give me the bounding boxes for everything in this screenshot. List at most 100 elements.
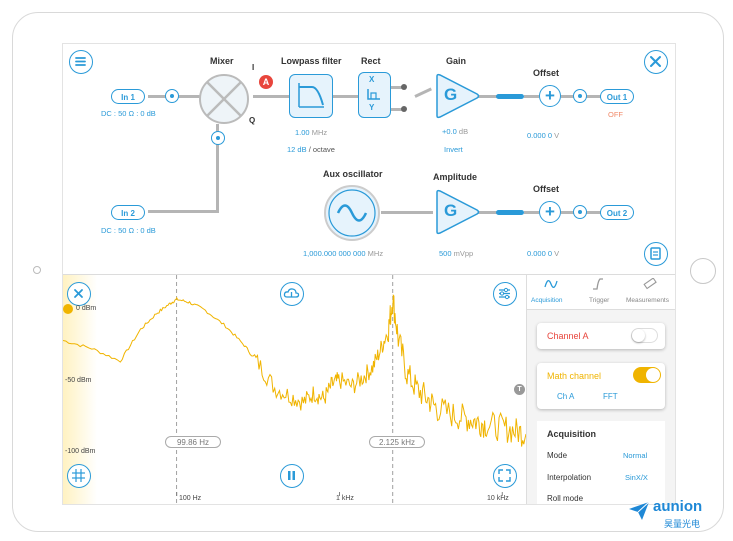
wire	[216, 124, 219, 212]
channel-a-label: Channel A	[547, 331, 589, 341]
offset2-adder[interactable]: +	[539, 201, 561, 223]
trigger-marker[interactable]: T	[514, 384, 525, 395]
offset2-label: Offset	[533, 184, 560, 194]
in2-button[interactable]: In 2	[111, 205, 145, 220]
tab-measurements[interactable]: Measurements	[623, 277, 675, 307]
channel-a-toggle[interactable]	[631, 328, 658, 343]
mixer-block[interactable]	[197, 72, 251, 126]
out1-node[interactable]	[573, 89, 587, 103]
channel-a-badge: A	[259, 75, 273, 89]
freq-unit: MHz	[311, 128, 328, 137]
side-panel: Acquisition Trigger Measurements Channel…	[526, 275, 675, 504]
watermark-brand: aunion	[653, 498, 703, 515]
camera	[33, 266, 41, 274]
acquisition-title: Acquisition	[547, 429, 596, 439]
pause-button[interactable]	[280, 464, 304, 488]
y-tick-0: 0 dBm	[76, 305, 97, 312]
paper-plane-icon	[629, 501, 650, 520]
in1-info: DC : 50 Ω : 0 dB	[101, 109, 156, 118]
lowpass-icon	[298, 83, 324, 108]
amp-unit: mVpp	[453, 249, 474, 258]
toggle-knob	[646, 368, 660, 382]
channel-a-card[interactable]: Channel A	[537, 323, 665, 349]
wire	[148, 210, 219, 213]
app-screen: In 1 DC : 50 Ω : 0 dB Mixer I Q A Lowpas…	[62, 43, 676, 505]
wire	[524, 95, 539, 98]
notes-button[interactable]	[644, 242, 668, 266]
interpolation-label: Interpolation	[547, 473, 592, 482]
amp-value[interactable]: 500 mVpp	[439, 249, 473, 258]
mode-value[interactable]: Normal	[623, 451, 648, 460]
tab-trigger[interactable]: Trigger	[579, 277, 619, 307]
out1-button[interactable]: Out 1	[600, 89, 634, 104]
invert-toggle[interactable]: Invert	[444, 145, 463, 154]
out1-state[interactable]: OFF	[608, 110, 623, 119]
gain-label: Gain	[446, 56, 467, 66]
settings-button[interactable]	[644, 50, 668, 74]
offset2-number: 0.000 0	[527, 249, 553, 258]
offset1-value[interactable]: 0.000 0 V	[527, 131, 559, 140]
in1-node[interactable]	[165, 89, 179, 103]
in1-button[interactable]: In 1	[111, 89, 145, 104]
rect-y: Y	[369, 103, 375, 112]
mixer-i-label: I	[252, 63, 255, 72]
expand-icon	[498, 469, 511, 482]
mixer-label: Mixer	[210, 56, 234, 66]
lowpass-block[interactable]	[289, 74, 333, 118]
menu-button[interactable]	[69, 50, 93, 74]
home-button[interactable]	[690, 258, 716, 284]
aux-frequency[interactable]: 1,000.000 000 000 MHz	[303, 249, 383, 258]
y-tick-2: -100 dBm	[65, 448, 96, 455]
math-operation[interactable]: FFT	[603, 392, 618, 401]
cloud-upload-button[interactable]	[280, 282, 304, 306]
ruler-icon	[643, 278, 657, 290]
mixer-q-label: Q	[249, 116, 256, 125]
amplitude-label: Amplitude	[433, 172, 477, 182]
wire	[391, 86, 405, 89]
tab-acquisition-label: Acquisition	[531, 297, 563, 304]
lowpass-order[interactable]: 12 dB / octave	[287, 145, 335, 154]
math-channel-card[interactable]: Math channel Ch A FFT	[537, 363, 665, 409]
tab-measurements-label: Measurements	[626, 297, 669, 304]
x-tick-2: 10 kHz	[487, 495, 509, 502]
cursor2-label[interactable]: 2.125 kHz	[369, 436, 425, 448]
grid-icon	[72, 469, 85, 482]
math-channel-toggle[interactable]	[633, 367, 661, 383]
fft-trace	[63, 294, 526, 447]
offset1-adder[interactable]: +	[539, 85, 561, 107]
aux-freq-value: 1,000.000 000 000	[303, 249, 366, 258]
gain-block[interactable]: G	[433, 72, 481, 120]
offset2-value[interactable]: 0.000 0 V	[527, 249, 559, 258]
tab-trigger-label: Trigger	[589, 297, 610, 304]
cursor1-label[interactable]: 99.86 Hz	[165, 436, 221, 448]
channel-marker[interactable]	[63, 304, 73, 314]
gain-unit: dB	[458, 127, 469, 136]
mixer-lo-node[interactable]	[211, 131, 225, 145]
math-channel-label: Math channel	[547, 371, 602, 381]
tab-acquisition[interactable]: Acquisition	[529, 277, 575, 307]
in2-info: DC : 50 Ω : 0 dB	[101, 226, 156, 235]
wire	[381, 211, 433, 214]
tools-icon	[650, 56, 661, 67]
rect-label: Rect	[361, 56, 381, 66]
amp-symbol: G	[444, 201, 458, 220]
sine-wave-icon	[324, 185, 380, 241]
interpolation-value[interactable]: SinX/X	[625, 473, 648, 482]
wire	[524, 211, 539, 214]
amplitude-block[interactable]: G	[433, 188, 481, 236]
fullscreen-button[interactable]	[493, 464, 517, 488]
gain-value[interactable]: +0.0 dB	[442, 127, 468, 136]
offset1-unit: V	[554, 131, 560, 140]
out2-node[interactable]	[573, 205, 587, 219]
aux-oscillator-block[interactable]	[323, 184, 381, 242]
close-plot-button[interactable]	[67, 282, 91, 306]
grid-toggle-button[interactable]	[67, 464, 91, 488]
offset1-label: Offset	[533, 68, 560, 78]
switch-contact	[401, 84, 407, 90]
lowpass-frequency[interactable]: 1.00 MHz	[295, 128, 327, 137]
plot-settings-button[interactable]	[493, 282, 517, 306]
offset2-unit: V	[554, 249, 560, 258]
out2-button[interactable]: Out 2	[600, 205, 634, 220]
rect-block[interactable]: X Y	[358, 72, 391, 118]
math-source[interactable]: Ch A	[557, 392, 575, 401]
